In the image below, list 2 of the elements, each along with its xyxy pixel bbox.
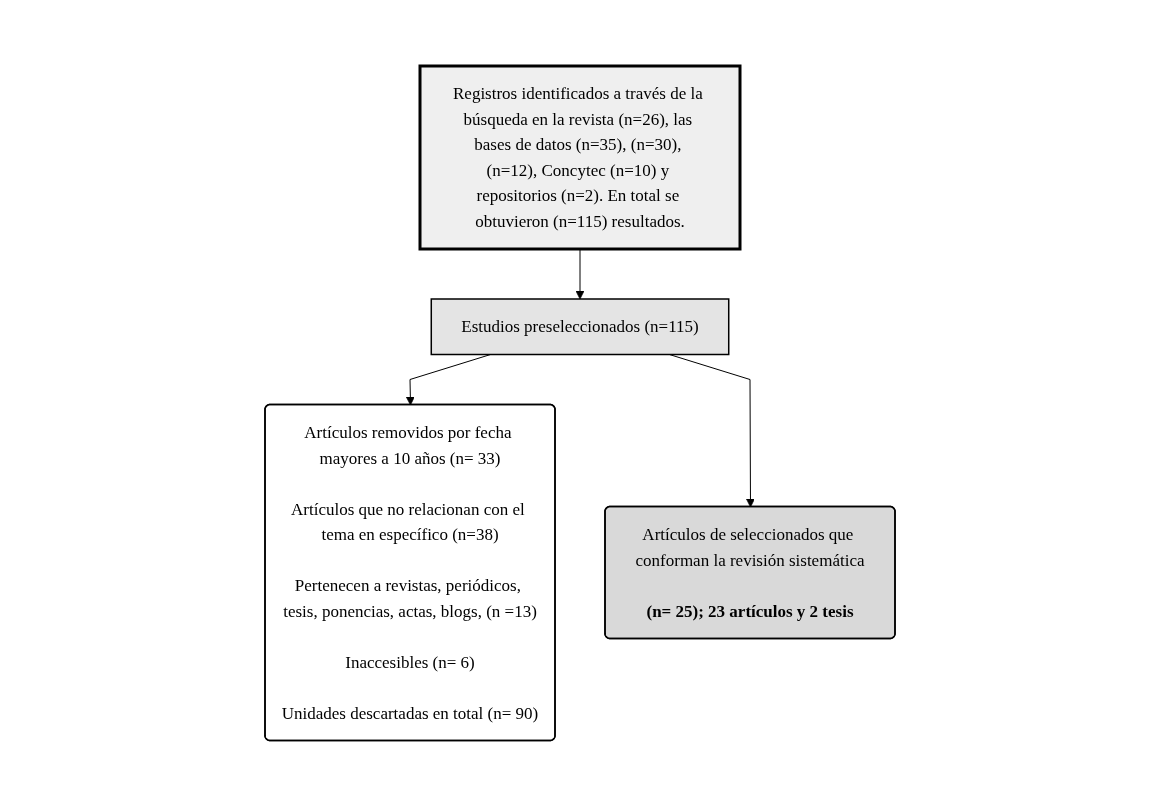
node-box: Registros identificados a través de la búsqueda en la revista (n=26), las bases de datos (n=35), (n=30), (n=12), Concytec (n=10) y repositorios (n=2). En total se obtuvieron (n=115) resultados. [418, 64, 742, 251]
node-box: Estudios preseleccionados (n=115) [430, 298, 730, 356]
